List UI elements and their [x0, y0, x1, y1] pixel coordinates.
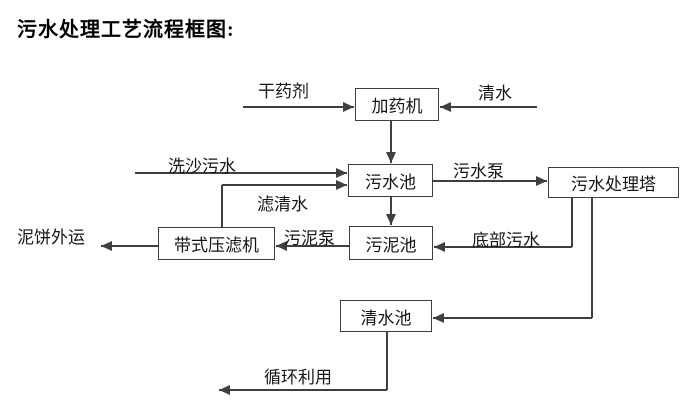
edge-tower-to-cleanpool-segment-0: [591, 198, 593, 318]
edge-dry-agent-to-dosing-arrowhead: [343, 102, 354, 112]
label-bottom-wastewater: 底部污水: [472, 231, 540, 250]
edge-sandwash-to-wastewater-arrowhead: [336, 168, 347, 178]
edge-tower-bottom-to-sludge-arrowhead: [434, 242, 445, 252]
edge-tower-to-cleanpool-segment-1: [433, 317, 592, 319]
edge-cleanpool-to-recycle-segment-1: [219, 389, 387, 391]
edge-wastewater-to-sludge-arrowhead: [386, 214, 396, 225]
page-title: 污水处理工艺流程框图:: [17, 19, 235, 41]
edge-filtrate-to-wastewater-segment-0: [221, 185, 223, 227]
edge-press-to-mudcake-arrowhead: [101, 241, 112, 251]
edge-filtrate-to-wastewater-arrowhead: [336, 180, 347, 190]
edge-dosing-to-wastewater-arrowhead: [386, 152, 396, 163]
edge-sandwash-to-wastewater-segment-0: [135, 172, 347, 174]
edge-wastewater-to-sludge-segment-0: [390, 197, 392, 225]
edge-sludge-to-press-segment-0: [276, 245, 349, 247]
edge-dosing-to-wastewater-segment-0: [390, 121, 392, 163]
label-mud-cake-out: 泥饼外运: [17, 228, 85, 247]
node-treatment-tower: 污水处理塔: [548, 167, 679, 198]
label-sand-washing-wastewater: 洗沙污水: [168, 157, 236, 176]
node-clean-water-pool: 清水池: [340, 300, 432, 332]
label-wastewater-pump: 污水泵: [453, 162, 504, 181]
edge-filtrate-to-wastewater-segment-1: [222, 184, 347, 186]
edge-clean-water-to-dosing-segment-0: [440, 106, 537, 108]
label-recycle-reuse: 循环利用: [264, 368, 332, 387]
edge-sludge-to-press-arrowhead: [276, 241, 287, 251]
edge-tower-bottom-to-sludge-segment-0: [571, 198, 573, 247]
edge-clean-water-to-dosing-arrowhead: [440, 102, 451, 112]
edge-dry-agent-to-dosing-segment-0: [243, 106, 354, 108]
label-dry-agent: 干药剂: [258, 82, 309, 101]
label-filtered-water: 滤清水: [257, 195, 308, 214]
edge-tower-bottom-to-sludge-segment-1: [434, 246, 572, 248]
node-dosing-machine: 加药机: [355, 88, 439, 121]
edge-press-to-mudcake-segment-0: [101, 245, 158, 247]
edge-wastewater-to-tower-segment-0: [433, 180, 547, 182]
node-belt-filter-press: 带式压滤机: [158, 227, 275, 260]
edge-wastewater-to-tower-arrowhead: [536, 176, 547, 186]
label-clean-water-in: 清水: [478, 84, 512, 103]
label-sludge-pump: 污泥泵: [284, 229, 335, 248]
node-wastewater-pool: 污水池: [348, 164, 433, 197]
node-sludge-pool: 污泥池: [349, 226, 433, 260]
edge-cleanpool-to-recycle-segment-0: [386, 332, 388, 390]
edge-cleanpool-to-recycle-arrowhead: [219, 385, 230, 395]
edge-tower-to-cleanpool-arrowhead: [433, 313, 444, 323]
